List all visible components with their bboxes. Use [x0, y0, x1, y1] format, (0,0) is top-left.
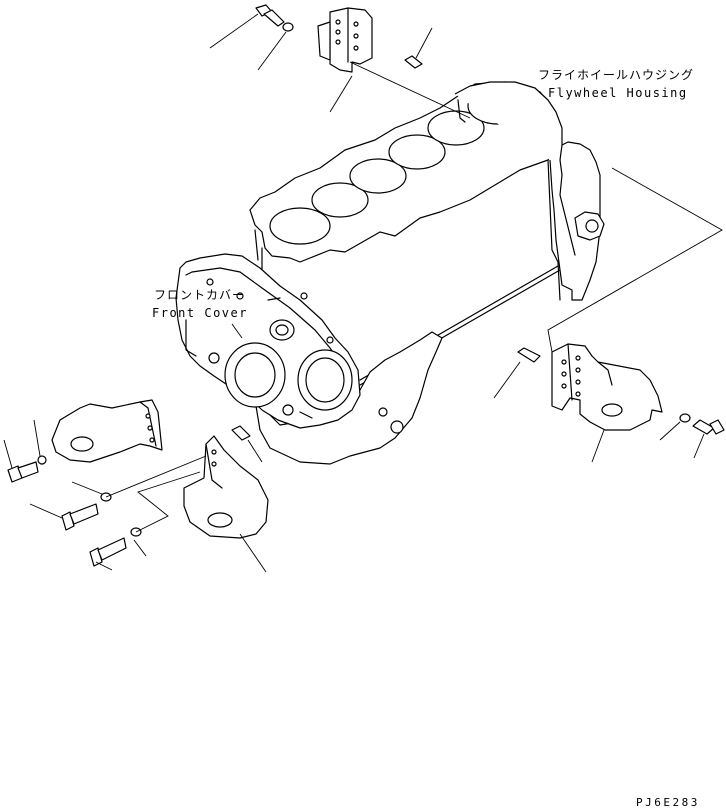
flywheel-housing: [454, 81, 605, 301]
top-mounting-bracket: [255, 4, 423, 73]
front-cover: [175, 253, 361, 429]
front-mounting-bracket-lower: [183, 425, 269, 539]
front-cover-label-jp: フロントカバー: [154, 288, 245, 302]
front-bolt-3: [89, 537, 127, 567]
rear-bolt: [692, 419, 725, 435]
rear-washer: [679, 413, 691, 423]
front-mounting-bracket-upper: [51, 399, 163, 463]
rear-mounting-bracket: [517, 343, 725, 435]
front-bolt-2: [61, 503, 99, 531]
flywheel-housing-label-jp: フライホイールハウジング: [538, 68, 694, 82]
top-washer: [282, 22, 294, 32]
top-bolt: [255, 4, 285, 27]
front-bolt-1: [7, 461, 39, 483]
leader-lines: [3, 13, 723, 573]
flywheel-housing-label-en: Flywheel Housing: [548, 86, 688, 100]
front-cover-label-en: Front Cover: [152, 306, 248, 320]
front-washer-1: [37, 455, 47, 465]
drawing-code: PJ6E283: [636, 796, 700, 809]
